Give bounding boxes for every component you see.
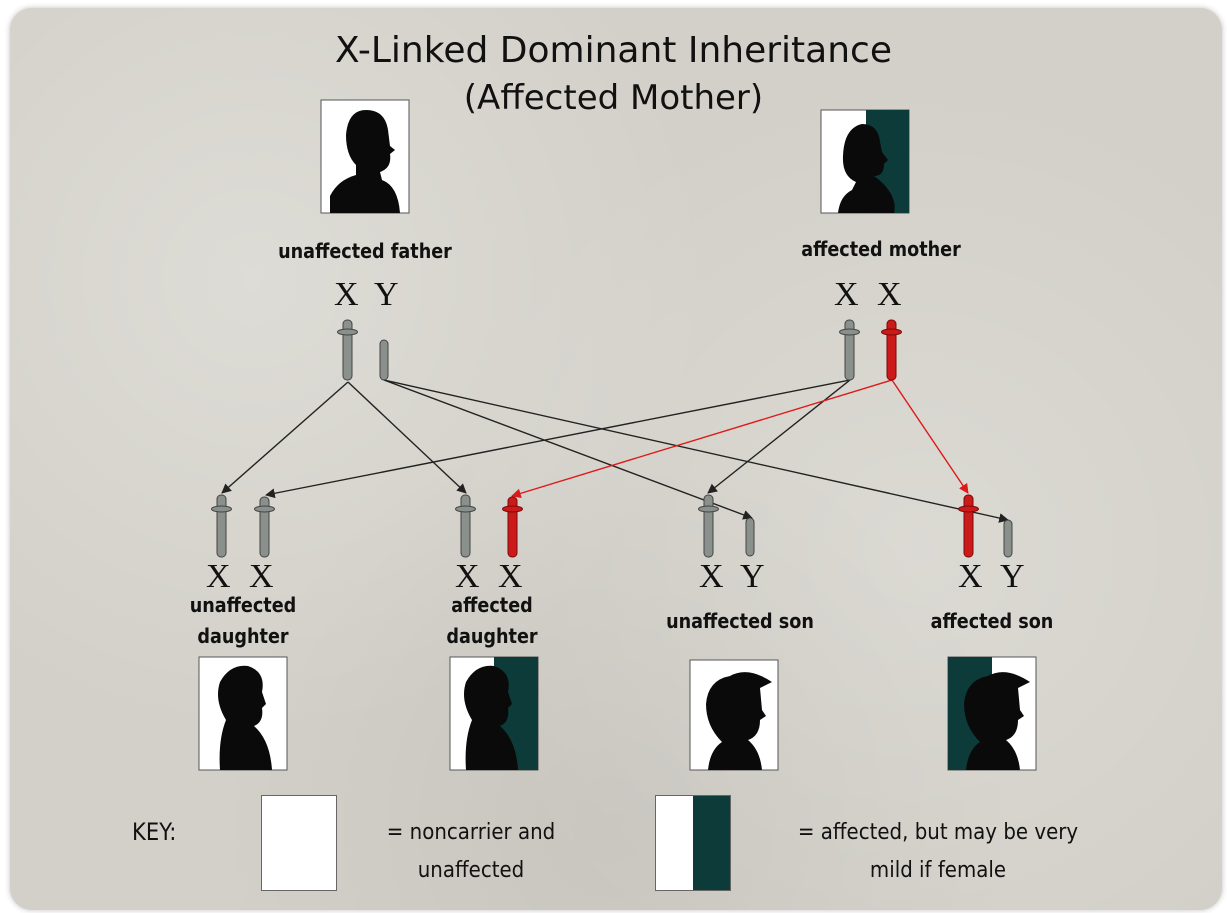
father-chromosome-letter-1: X <box>334 276 359 313</box>
arrow-mother-affected-x-to-son2 <box>891 379 969 494</box>
son2-chromosome-letter-1: X <box>958 558 983 595</box>
child-portrait-2 <box>449 656 539 771</box>
child2-label-line2: daughter <box>446 624 538 648</box>
key-affected-text: = affected, but may be very mild if fema… <box>767 814 1109 890</box>
daughter1-chromosome-letter-2: X <box>249 558 274 595</box>
father-portrait <box>320 99 410 214</box>
daughter1-chromosome-x-maternal <box>254 496 275 558</box>
father-chromosome-x <box>337 319 358 381</box>
key-label: KEY: <box>132 818 177 846</box>
son1-chromosome-x-maternal <box>698 494 719 558</box>
mother-portrait <box>820 109 910 214</box>
child-portrait-4 <box>947 656 1037 771</box>
father-chromosome-letter-2: Y <box>374 276 399 313</box>
father-chromosome-y <box>379 339 389 381</box>
arrow-father-y-to-son2 <box>383 379 1009 523</box>
mother-chromosome-x-normal <box>839 319 860 381</box>
mother-chromosome-x-affected <box>881 319 902 381</box>
key-affected-line2: mild if female <box>869 858 1007 883</box>
key-unaffected-line2: unaffected <box>417 858 525 883</box>
child-portrait-3 <box>689 659 779 771</box>
son1-chromosome-letter-1: X <box>699 558 724 595</box>
man-silhouette-icon <box>330 110 400 213</box>
arrow-father-y-to-son1 <box>383 379 753 520</box>
daughter2-chromosome-letter-1: X <box>455 558 480 595</box>
child3-label: unaffected son <box>645 606 835 637</box>
son1-chromosome-letter-2: Y <box>740 558 765 595</box>
arrow-mother-x-to-son1 <box>707 379 851 494</box>
child3-label-line1: unaffected son <box>666 609 814 633</box>
mother-label: affected mother <box>801 237 961 261</box>
son1-chromosome-y <box>745 517 755 557</box>
daughter2-chromosome-letter-2: X <box>498 558 523 595</box>
arrow-mother-x-to-daughter1 <box>265 379 851 499</box>
child2-label: affected daughter <box>422 590 563 652</box>
key-affected-line1: = affected, but may be very <box>797 820 1079 845</box>
child4-label-line1: affected son <box>930 609 1054 633</box>
mother-chromosome-letter-1: X <box>834 276 859 313</box>
slide-title: X-Linked Dominant Inheritance <box>335 30 892 71</box>
key-unaffected-text: = noncarrier and unaffected <box>364 814 578 890</box>
girl-silhouette-icon <box>218 665 272 770</box>
daughter2-chromosome-x-affected <box>502 496 523 558</box>
arrow-father-x-to-daughter1 <box>221 381 349 494</box>
mother-chromosome-letter-2: X <box>877 276 902 313</box>
father-label: unaffected father <box>278 239 452 263</box>
child2-label-line1: affected <box>451 593 533 617</box>
boy-silhouette-icon <box>964 672 1030 770</box>
inheritance-arrows <box>221 379 1009 523</box>
child1-label: unaffected daughter <box>173 590 314 652</box>
arrow-mother-affected-x-to-daughter2 <box>511 379 893 499</box>
daughter1-chromosome-x-paternal <box>211 494 232 558</box>
girl-silhouette-icon <box>464 665 518 770</box>
child4-label: affected son <box>904 606 1080 637</box>
son2-chromosome-x-affected <box>958 494 979 558</box>
daughter2-chromosome-x-paternal <box>455 494 476 558</box>
boy-silhouette-icon <box>706 672 772 770</box>
son2-chromosome-y <box>1003 519 1013 558</box>
key-unaffected-line1: = noncarrier and <box>386 820 556 845</box>
child1-label-line2: daughter <box>197 624 289 648</box>
child-portrait-1 <box>198 656 288 771</box>
woman-silhouette-icon <box>838 124 895 213</box>
daughter1-chromosome-letter-1: X <box>206 558 231 595</box>
son2-chromosome-letter-2: Y <box>1000 558 1025 595</box>
key-swatch-affected <box>655 795 731 891</box>
arrow-father-x-to-daughter2 <box>347 381 467 494</box>
child1-label-line1: unaffected <box>189 593 297 617</box>
slide-subtitle: (Affected Mother) <box>463 78 764 118</box>
key-swatch-unaffected <box>261 795 337 891</box>
